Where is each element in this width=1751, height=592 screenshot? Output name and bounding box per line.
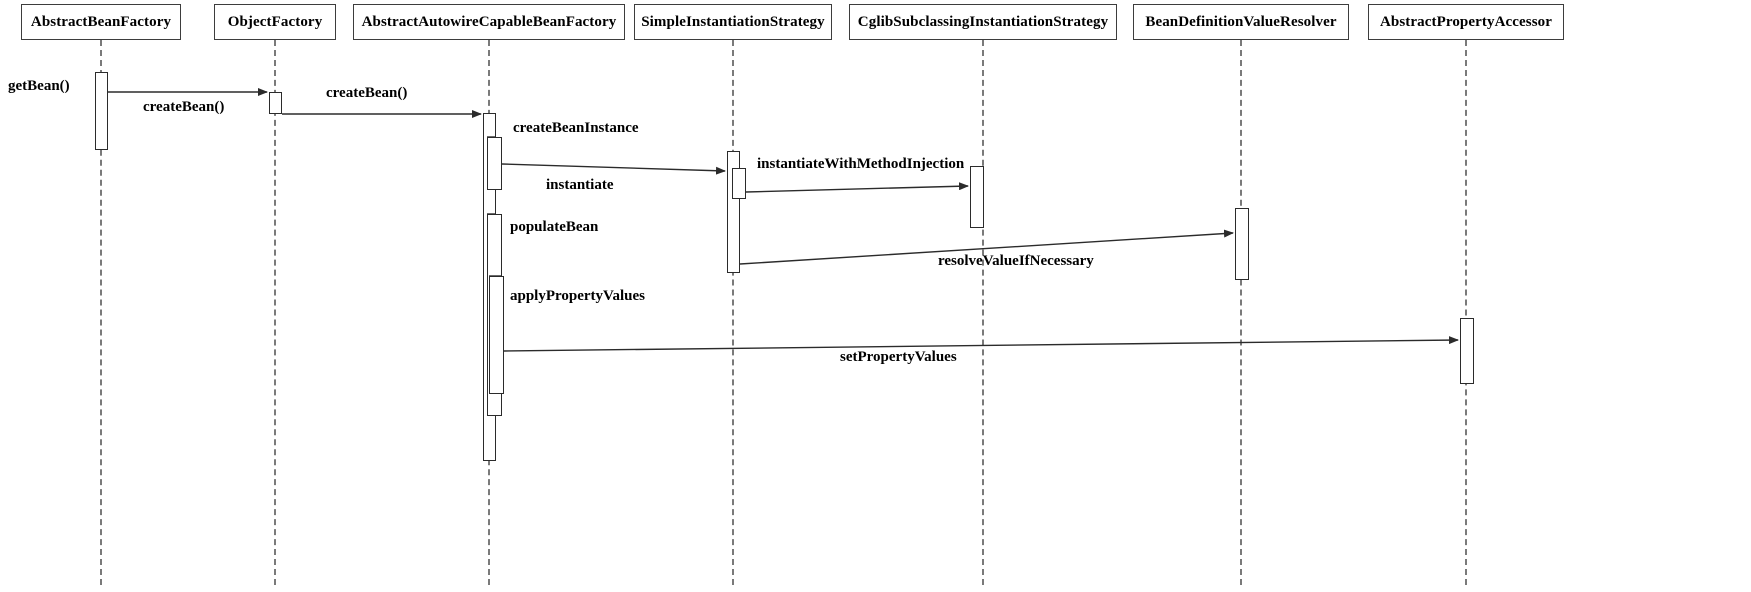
participant-label: BeanDefinitionValueResolver <box>1145 13 1337 30</box>
participant-label: CglibSubclassingInstantiationStrategy <box>857 13 1109 30</box>
message-label-msg-instantiate: instantiate <box>546 177 614 193</box>
message-label-msg-setPropertyValues: setPropertyValues <box>840 349 957 365</box>
participant-abstractPropertyAccessor[interactable]: AbstractPropertyAccessor <box>1368 4 1564 40</box>
participant-cglibSubclassingInstantiationStrategy[interactable]: CglibSubclassingInstantiationStrategy <box>849 4 1117 40</box>
participant-label: AbstractAutowireCapableBeanFactory <box>361 13 617 30</box>
activation-bar-act-sis-inner[interactable] <box>732 168 746 199</box>
lifeline-abstractBeanFactory <box>100 40 102 585</box>
participant-abstractAutowireCapableBeanFactory[interactable]: AbstractAutowireCapableBeanFactory <box>353 4 625 40</box>
message-label-msg-getBean: getBean() <box>8 78 70 94</box>
message-line-msg-instantiate <box>501 163 726 175</box>
activation-bar-act-apa[interactable] <box>1460 318 1474 384</box>
participant-beanDefinitionValueResolver[interactable]: BeanDefinitionValueResolver <box>1133 4 1349 40</box>
activation-bar-act-aacbf-applyPropertyValues[interactable] <box>489 276 504 394</box>
message-label-msg-applyPropertyValues: applyPropertyValues <box>510 288 646 304</box>
message-line-msg-instantiateWithMethodInjection <box>745 182 969 193</box>
message-label-msg-createBean-2: createBean() <box>326 85 408 101</box>
lifeline-simpleInstantiationStrategy <box>732 40 734 585</box>
message-label-msg-instantiateWithMethodInjection: instantiateWithMethodInjection <box>757 156 965 172</box>
lifeline-abstractPropertyAccessor <box>1465 40 1467 585</box>
participant-label: AbstractPropertyAccessor <box>1379 13 1553 30</box>
participant-label: AbstractBeanFactory <box>30 13 172 30</box>
message-label-msg-resolveValueIfNecessary: resolveValueIfNecessary <box>938 253 1094 269</box>
message-line-msg-setPropertyValues <box>503 336 1459 352</box>
participant-simpleInstantiationStrategy[interactable]: SimpleInstantiationStrategy <box>634 4 832 40</box>
activation-bar-act-cglib[interactable] <box>970 166 984 228</box>
activation-bar-act-of[interactable] <box>269 92 282 114</box>
lifeline-cglibSubclassingInstantiationStrategy <box>982 40 984 585</box>
participant-label: ObjectFactory <box>227 13 323 30</box>
activation-bar-act-bdvr[interactable] <box>1235 208 1249 280</box>
activation-bar-act-aacbf-createBeanInstance[interactable] <box>487 137 502 190</box>
participant-abstractBeanFactory[interactable]: AbstractBeanFactory <box>21 4 181 40</box>
activation-bar-act-abf[interactable] <box>95 72 108 150</box>
message-label-msg-createBean-1: createBean() <box>143 99 225 115</box>
participant-objectFactory[interactable]: ObjectFactory <box>214 4 336 40</box>
message-label-msg-populateBean: populateBean <box>510 219 599 235</box>
message-label-msg-createBeanInstance: createBeanInstance <box>513 120 639 136</box>
participant-label: SimpleInstantiationStrategy <box>641 13 825 30</box>
lifeline-beanDefinitionValueResolver <box>1240 40 1242 585</box>
lifeline-objectFactory <box>274 40 276 585</box>
